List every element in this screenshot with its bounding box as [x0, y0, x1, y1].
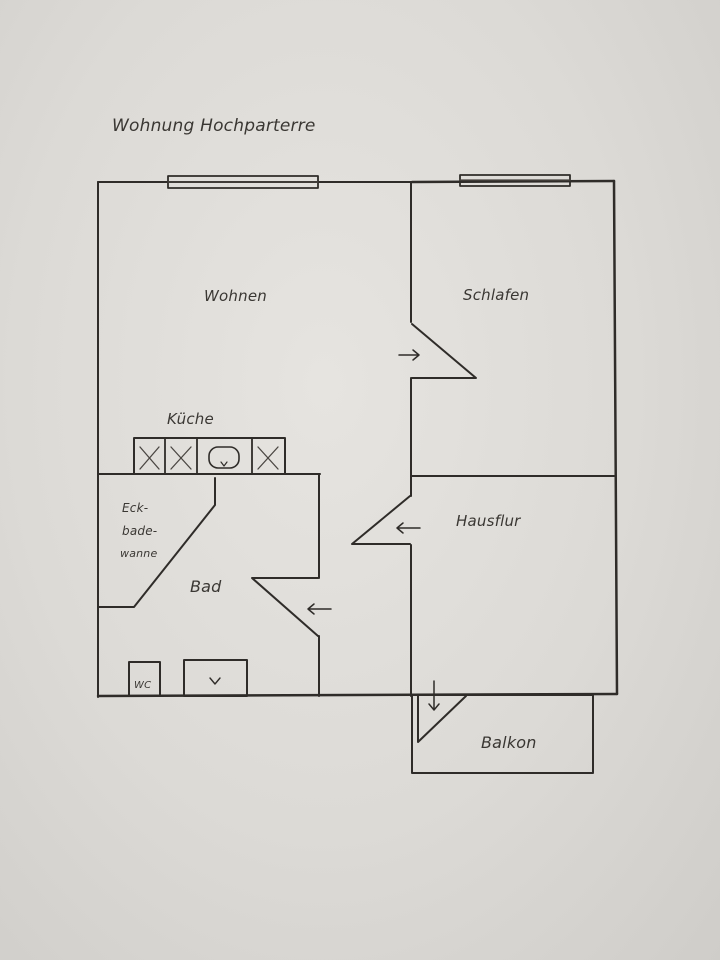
- stove-icon-1: [139, 446, 160, 470]
- plan-title: Wohnung Hochparterre: [112, 116, 316, 136]
- room-label-bad: Bad: [190, 577, 222, 596]
- arrow-left-icon: [396, 522, 421, 534]
- toilet-label: WC: [134, 680, 151, 691]
- room-label-kueche: Küche: [167, 410, 214, 428]
- arrow-left-icon: [307, 603, 332, 615]
- room-label-hausflur: Hausflur: [456, 512, 521, 530]
- stove-icon-2: [170, 446, 192, 470]
- bathtub-label-line2: bade-: [122, 524, 157, 538]
- door-bad: [251, 577, 332, 637]
- sink-icon: [208, 446, 240, 469]
- room-label-balkon: Balkon: [481, 733, 537, 752]
- wall-right: [612, 179, 619, 696]
- door-schlafen: [398, 323, 477, 379]
- kitchen-counter-outline: [133, 437, 286, 475]
- washbasin-drain-icon: [209, 677, 221, 685]
- arrow-down-icon: [428, 680, 440, 711]
- washbasin: [183, 659, 248, 697]
- arrow-right-icon: [398, 349, 420, 361]
- toilet: WC: [128, 661, 161, 697]
- corner-bathtub: Eck- bade- wanne: [97, 477, 216, 608]
- windows: [167, 174, 571, 189]
- stove-icon-3: [257, 446, 279, 470]
- kitchen-counter: [133, 437, 286, 475]
- balcony: [411, 680, 594, 774]
- wall-top-right: [410, 179, 616, 184]
- room-label-wohnen: Wohnen: [204, 287, 267, 305]
- door-hausflur-wohnen: [351, 495, 421, 545]
- door-balkon: [417, 695, 467, 743]
- room-label-schlafen: Schlafen: [463, 286, 529, 304]
- bathtub-label-line3: wanne: [120, 547, 157, 560]
- bathtub-label-line1: Eck-: [122, 501, 148, 515]
- balcony-outline: [411, 694, 594, 774]
